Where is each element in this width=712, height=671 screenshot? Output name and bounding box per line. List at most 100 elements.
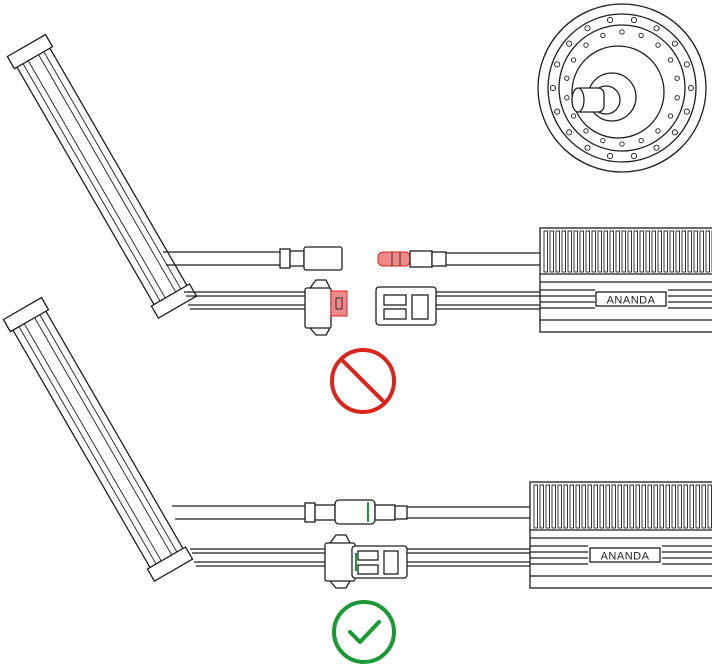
heatsink-fin	[633, 230, 638, 273]
heatsink-fin	[659, 484, 664, 529]
mismatch-highlight	[330, 290, 348, 317]
heatsink-fin	[599, 484, 604, 529]
heatsink-fin	[647, 484, 652, 529]
spoke-hole	[683, 61, 690, 68]
spoke-hole	[566, 40, 573, 47]
heatsink-fin	[675, 230, 680, 273]
battery-top-signal-cables	[184, 291, 305, 310]
heatsink-fin	[681, 230, 686, 273]
heatsink-fin	[669, 230, 674, 273]
controller-top-discharge-cable	[446, 252, 540, 266]
heatsink-fin	[687, 230, 692, 273]
heatsink-fin	[645, 230, 650, 273]
heatsink-fin	[639, 230, 644, 273]
heatsink-fin	[605, 484, 610, 529]
prohibited-icon	[330, 348, 396, 414]
spoke-hole	[564, 75, 570, 81]
heatsink-fin	[663, 230, 668, 273]
heatsink-fin	[677, 484, 682, 529]
bottom-plug-connection	[324, 534, 408, 589]
spoke-hole	[638, 137, 644, 144]
spoke-hole	[674, 95, 680, 101]
heatsink-fin	[567, 230, 572, 273]
heatsink-fin	[543, 230, 548, 273]
battery-bottom-signal-cables	[190, 548, 325, 567]
spoke-hole	[606, 152, 614, 160]
bottom-bullet-connection	[304, 499, 530, 525]
spoke-hole	[554, 108, 561, 115]
heatsink-fin	[545, 484, 550, 529]
spoke-hole	[584, 25, 591, 32]
heatsink-fin	[653, 484, 658, 529]
spoke-hole	[619, 141, 625, 147]
heatsink-fin	[551, 484, 556, 529]
heatsink-fin	[587, 484, 592, 529]
brand-label: ANANDA	[601, 551, 650, 563]
spoke-hole	[549, 84, 557, 92]
hub-motor	[537, 3, 707, 173]
mismatch-highlight	[377, 251, 411, 267]
spoke-hole	[554, 61, 561, 68]
heatsink-fin	[695, 484, 700, 529]
heatsink-fin	[621, 230, 626, 273]
brand-plate	[589, 547, 661, 563]
heatsink-fin	[651, 230, 656, 273]
heatsink-fin	[563, 484, 568, 529]
heatsink-fin	[699, 230, 704, 273]
heatsink-fin	[665, 484, 670, 529]
spoke-hole	[653, 144, 660, 151]
spoke-hole	[570, 57, 577, 63]
spoke-hole	[655, 42, 661, 48]
heatsink-fin	[701, 484, 706, 529]
heatsink-fin	[539, 484, 544, 529]
heatsink-fin	[609, 230, 614, 273]
spoke-hole	[619, 29, 625, 35]
heatsink-fin	[641, 484, 646, 529]
spoke-hole	[671, 40, 678, 47]
heatsink-fin	[657, 230, 662, 273]
spoke-hole	[566, 129, 573, 136]
heatsink-fin	[705, 230, 710, 273]
heatsink-fin	[635, 484, 640, 529]
heatsink-fin	[615, 230, 620, 273]
heatsink-fin	[561, 230, 566, 273]
spoke-hole	[671, 129, 678, 136]
spoke-hole	[600, 32, 606, 39]
spoke-hole	[683, 108, 690, 115]
heatsink-fin	[623, 484, 628, 529]
spoke-hole	[687, 84, 695, 92]
battery-top-plug-connector	[304, 279, 348, 336]
spoke-hole	[655, 128, 661, 134]
heatsink-fin	[555, 230, 560, 273]
battery-bottom	[2, 296, 194, 582]
spoke-hole	[583, 42, 589, 48]
controller-top-signal-cables	[436, 291, 540, 310]
heatsink-fin	[671, 484, 676, 529]
heatsink-fin	[627, 230, 632, 273]
controller-bottom: ANANDA	[529, 481, 712, 589]
heatsink-fin	[597, 230, 602, 273]
heatsink-fin	[683, 484, 688, 529]
controller-top-socket-connector	[375, 286, 437, 326]
heatsink-fin	[617, 484, 622, 529]
spoke-hole	[606, 16, 614, 24]
checkmark-icon	[332, 600, 396, 664]
spoke-hole	[630, 152, 638, 160]
heatsink-fin	[579, 230, 584, 273]
brand-plate	[595, 291, 667, 307]
heatsink-fin	[693, 230, 698, 273]
spoke-hole	[638, 32, 644, 39]
spoke-hole	[630, 16, 638, 24]
heatsink-fin	[603, 230, 608, 273]
spoke-hole	[653, 25, 660, 32]
heatsink-fin	[611, 484, 616, 529]
heatsink-fin	[533, 484, 538, 529]
heatsink-fin	[689, 484, 694, 529]
heatsink-fin	[629, 484, 634, 529]
brand-label: ANANDA	[607, 295, 656, 307]
battery-top-discharge-cable	[163, 251, 280, 266]
spoke-hole	[667, 113, 674, 119]
controller-top: ANANDA	[539, 227, 712, 333]
heatsink-fin	[585, 230, 590, 273]
